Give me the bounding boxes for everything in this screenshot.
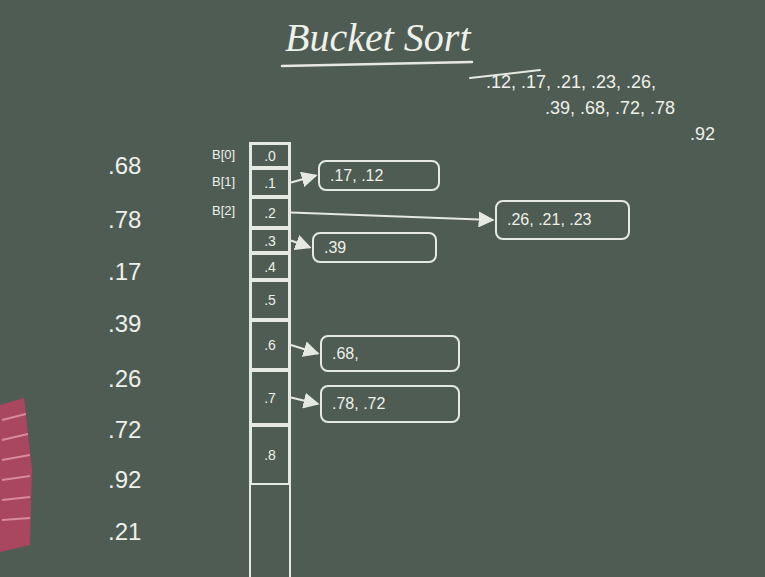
array-cell: .0: [250, 143, 290, 168]
bucket-index: B[0]: [212, 147, 235, 162]
input-value: .21: [108, 518, 141, 546]
pointer-arrow: [291, 176, 316, 183]
pointer-arrow: [291, 213, 493, 221]
node-text: .78, .72: [332, 395, 385, 413]
input-value: .68: [108, 152, 141, 180]
node-text: .7: [264, 390, 276, 406]
node-text: .1: [264, 175, 276, 191]
bucket-index: B[1]: [212, 174, 235, 189]
node-text: .5: [264, 292, 276, 308]
sleeve-stripes: [2, 414, 30, 520]
pointer-arrow: [291, 398, 318, 405]
array-cell: .6: [250, 320, 290, 370]
title-underline: [282, 62, 472, 66]
array-cell: .7: [250, 370, 290, 425]
node-text: .6: [264, 337, 276, 353]
input-value: .17: [108, 258, 141, 286]
array-cell: .4: [250, 253, 290, 280]
input-value: .26: [108, 365, 141, 393]
bucket-list: .17, .12: [318, 160, 440, 191]
sorted-output: .39, .68, .72, .78: [545, 98, 675, 119]
array-cell: .5: [250, 280, 290, 320]
bucket-list: .39: [312, 232, 437, 263]
sorted-output: .92: [690, 124, 715, 145]
array-outline: [250, 143, 290, 577]
array-cell: .2: [250, 197, 290, 228]
sleeve: [0, 398, 32, 552]
node-text: .4: [264, 259, 276, 275]
input-value: .72: [108, 416, 141, 444]
sorted-output: .12, .17, .21, .23, .26,: [486, 72, 656, 93]
node-text: .8: [264, 447, 276, 463]
node-text: .26, .21, .23: [507, 211, 592, 229]
bucket-index: B[2]: [212, 203, 235, 218]
node-text: .2: [264, 205, 276, 221]
array-cell: .8: [250, 425, 290, 485]
array-cell: .3: [250, 228, 290, 253]
node-text: .0: [264, 148, 276, 164]
pointer-arrow: [291, 345, 318, 354]
input-value: .92: [108, 466, 141, 494]
node-text: .39: [324, 239, 346, 257]
node-text: .68,: [332, 345, 359, 363]
array-cell: .1: [250, 168, 290, 197]
bucket-list: .68,: [320, 335, 460, 372]
input-value: .78: [108, 206, 141, 234]
bucket-list: .78, .72: [320, 385, 460, 423]
node-text: .3: [264, 233, 276, 249]
bucket-list: .26, .21, .23: [495, 200, 630, 240]
pointer-arrow: [291, 241, 310, 248]
board-title: Bucket Sort: [285, 14, 471, 61]
input-value: .39: [108, 310, 141, 338]
node-text: .17, .12: [330, 167, 383, 185]
